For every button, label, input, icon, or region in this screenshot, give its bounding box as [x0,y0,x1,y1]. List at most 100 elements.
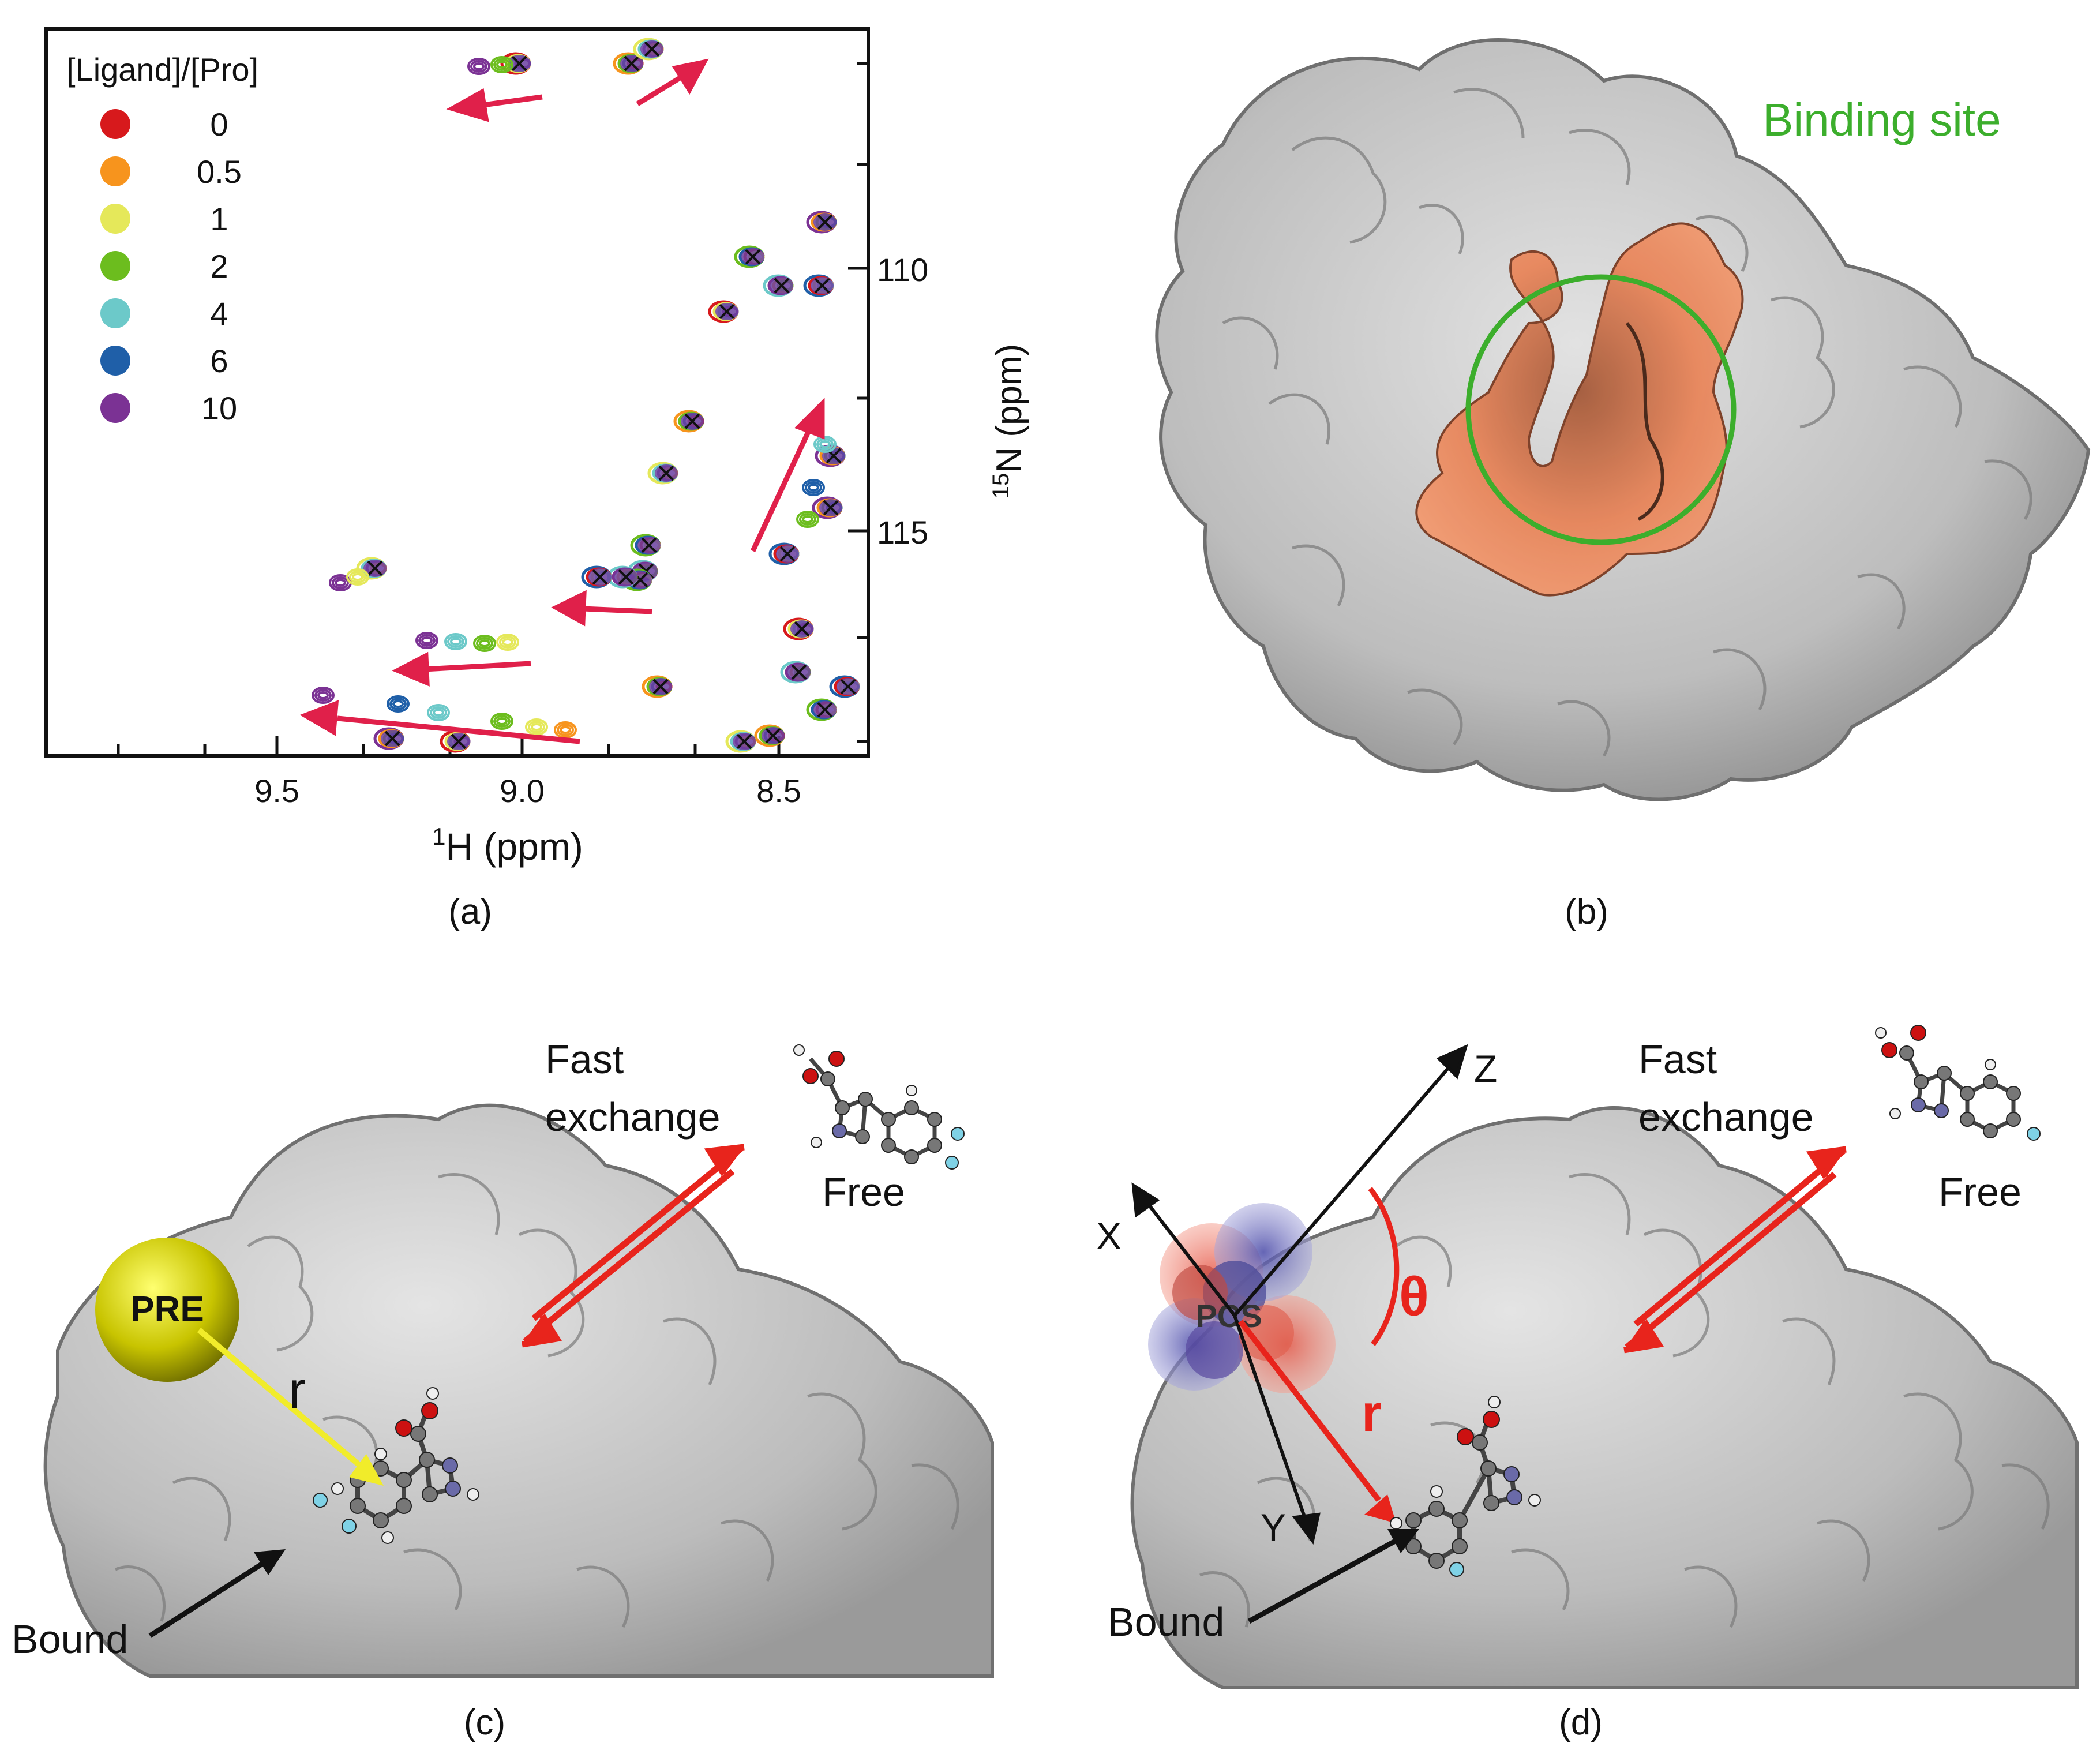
y-tick-110: 110 [877,252,928,288]
titration-contour [447,635,464,648]
titration-contour [421,636,433,644]
titration-contour [415,632,438,649]
reference-cross [644,41,660,57]
fast-exchange-arrow [1623,1146,1847,1354]
shift-arrow-5 [423,661,531,672]
reference-cross [592,569,608,585]
titration-contour [312,687,335,704]
titration-contour [819,440,831,448]
legend-label: 6 [210,343,228,379]
titration-contour [499,636,516,649]
y-tick-115: 115 [877,514,928,550]
bound-label: Bound [1108,1599,1224,1644]
panel-a: 110 115 15N (ppm) 9.5 9.0 8.5 1H (ppm) [… [0,0,1050,946]
protein-surface [43,1103,994,1678]
legend-label: 0.5 [197,153,242,190]
protein-surface-b: Binding site [1155,38,2091,801]
titration-contour [476,637,493,650]
reference-cross [794,621,810,637]
axis-x-label: X [1096,1215,1122,1257]
fast-exchange-line2: exchange [1638,1095,1814,1140]
reference-cross [814,278,830,294]
titration-contour [349,571,366,583]
axis-z-label: Z [1474,1047,1497,1090]
bound-label: Bound [12,1617,128,1662]
svg-text:15N (ppm): 15N (ppm) [988,344,1029,499]
pre-r-label: r [288,1362,306,1419]
titration-contour [450,638,462,646]
titration-contour [427,704,450,721]
y-axis [848,62,868,743]
titration-contour [433,709,444,717]
titration-contour [392,700,404,708]
pre-sphere [95,1238,239,1382]
fast-exchange-line2: exchange [545,1095,721,1140]
pcs-axes [1131,1044,1468,1545]
reference-cross [719,303,735,320]
theta-label: θ [1399,1266,1429,1328]
reference-cross [658,465,674,481]
legend-label: 1 [210,201,228,237]
reference-cross [641,537,657,553]
titration-contour [467,58,490,75]
binding-site-circle [1465,274,1737,545]
peaks [312,38,860,753]
x-label-main: H (ppm) [446,825,583,868]
titration-contour [496,634,519,651]
pre-diagram: PRE r Fast exchange [12,1037,994,1678]
titration-contour [490,56,513,73]
titration-contour [802,479,825,496]
titration-contour [335,579,346,587]
titration-contour [802,515,813,523]
reference-cross [652,679,669,695]
legend-label: 0 [210,106,228,143]
panel-b: Binding site (b) [1050,0,2100,946]
titration-contour [799,513,816,526]
bound-arrow [1247,1529,1419,1624]
shift-arrow-3 [750,426,813,552]
titration-contour [808,484,819,492]
titration-contour [389,698,407,710]
legend-marker [100,393,130,423]
panel-c: PRE r Fast exchange [0,946,1050,1750]
reference-cross [779,546,796,562]
shift-arrows [299,58,825,744]
legend-marker [100,109,130,139]
legend-label: 4 [210,295,228,332]
legend-marker [100,156,130,186]
titration-contour [473,62,485,70]
pcs-diagram: PCS Z X Y θ r [1096,1025,2079,1689]
reference-cross [817,702,833,718]
reference-cross [840,679,856,695]
titration-contour [796,511,819,528]
shift-arrow-1 [478,94,543,108]
titration-contour [816,438,834,451]
titration-contour [387,695,410,713]
titration-contour [493,58,511,71]
reference-cross [367,560,383,576]
free-label: Free [1938,1170,2022,1215]
titration-contour [554,721,577,739]
reference-cross [791,664,807,680]
surface-texture [1222,88,2032,757]
caption-a: (a) [448,892,492,932]
legend-marker [100,346,130,376]
titration-contour [430,706,447,719]
legend-label: 2 [210,248,228,284]
y-label-main: N (ppm) [989,344,1029,473]
titration-contour [479,639,490,647]
hsqc-spectrum: 110 115 15N (ppm) 9.5 9.0 8.5 1H (ppm) [… [44,27,1029,868]
x-axis-label: 1H (ppm) [432,823,583,868]
caption-b: (b) [1565,892,1608,932]
titration-contour [314,689,332,702]
x-tick-9-5: 9.5 [254,773,299,809]
caption-d: (d) [1559,1703,1603,1742]
legend-marker [100,251,130,281]
titration-contour [493,715,511,728]
legend-marker [100,298,130,328]
titration-contour [418,634,436,647]
titration-contour [444,633,467,650]
titration-contour [473,635,496,652]
titration-contour [525,718,548,736]
bound-arrow [148,1549,286,1638]
